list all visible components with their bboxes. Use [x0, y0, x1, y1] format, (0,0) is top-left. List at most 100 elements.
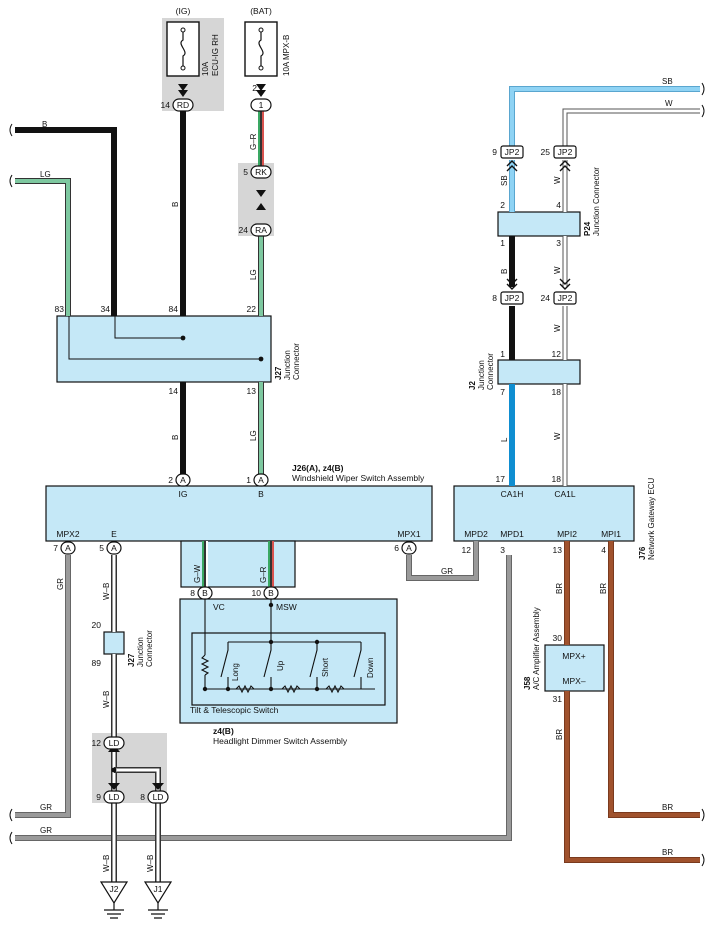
gateway-pin-17: 17: [496, 474, 506, 484]
wire-lg-left-label: LG: [40, 170, 51, 179]
ld-connector-top: [103, 736, 125, 750]
ra-connector: [250, 223, 272, 237]
bat-connector-code: 1: [259, 100, 264, 110]
wiper-mpx1-label: MPX1: [397, 529, 420, 539]
ig-pin-number: 14: [161, 100, 171, 110]
wire-sb-jp2-label: SB: [500, 175, 509, 186]
tilt-switch-dots: [202, 602, 320, 692]
wiper-e-pin: 5: [99, 543, 104, 553]
jp2-conn-8: JP2: [505, 293, 520, 303]
ground-j1-symbol: [143, 881, 173, 919]
jp2-conn-9: JP2: [505, 147, 520, 157]
tilt-telescopic-switch-box: [191, 632, 386, 706]
gateway-ca1h-label: CA1H: [501, 489, 524, 499]
wire-gr-bottom-left-label: GR: [40, 803, 52, 812]
j27-pin-22: 22: [247, 304, 257, 314]
gateway-pin-13: 13: [553, 545, 563, 555]
wiper-mpx2-pin: 7: [53, 543, 58, 553]
wire-ra-lg-label: LG: [249, 269, 258, 280]
wire-j27-lg-label: LG: [249, 430, 258, 441]
j2-pin-18: 18: [552, 387, 562, 397]
wiper-b-label: B: [258, 489, 264, 499]
wiper-mpx1-pin: 6: [394, 543, 399, 553]
wire-j27-b-label: B: [171, 435, 180, 440]
rd-connector: [172, 98, 194, 112]
ig-source-label: (IG): [176, 6, 191, 16]
gateway-mpd1-label: MPD1: [500, 529, 524, 539]
j27-lower-name-line1: Junction: [136, 637, 145, 667]
wiper-mpx1-conn: A: [406, 543, 412, 553]
ig-connector-code: RD: [177, 100, 189, 110]
dimmer-code: z4(B): [213, 726, 234, 736]
gateway-ca1l-label: CA1L: [554, 489, 576, 499]
wire-br-mpi2-label: BR: [555, 583, 564, 594]
wire-lg-left: [15, 179, 70, 316]
wiper-ig-connector: [175, 473, 191, 487]
wire-wb-j27-label: W–B: [102, 691, 111, 708]
switch-short-label: Short: [321, 657, 330, 677]
j27-junction-dot-2: [258, 356, 264, 362]
j2-pin-7: 7: [500, 387, 505, 397]
gateway-pin-4: 4: [601, 545, 606, 555]
tilt-switch-name: Tilt & Telescopic Switch: [190, 705, 279, 715]
bat-fuse-icon: [258, 30, 264, 68]
ig-fuse-terminal-bottom: [180, 65, 186, 71]
j27-pin-13: 13: [247, 386, 257, 396]
ground-j1-label: J1: [154, 884, 163, 894]
wire-gr-bottom: [15, 555, 511, 840]
ld-conn-top: LD: [109, 738, 120, 748]
j2-name-line1: Junction: [477, 360, 486, 390]
ld-pin-12: 12: [92, 738, 102, 748]
wiper-ig-label: IG: [179, 489, 188, 499]
wire-w-jp2-label: W: [553, 176, 562, 184]
jp2-connector-8: [500, 291, 524, 305]
dimmer-vc-pin: 8: [190, 588, 195, 598]
wire-b-left-label: B: [42, 120, 47, 129]
wire-jp2b-w-label: W: [553, 324, 562, 332]
ig-fuse-terminal-top: [180, 27, 186, 33]
dimmer-msw-pin: 10: [252, 588, 262, 598]
jp2-connector-24: [553, 291, 577, 305]
j27-lower-junction-box: [103, 631, 125, 655]
wire-gr-left-label: GR: [56, 578, 65, 590]
wire-gr-mpx1: [407, 541, 478, 580]
wiper-b-connector: [253, 473, 269, 487]
wiper-switch-title: Windshield Wiper Switch Assembly: [292, 473, 425, 483]
ac-amp-pin-30: 30: [553, 633, 563, 643]
j27-lower-pin-20: 20: [92, 620, 102, 630]
wire-br-31-label: BR: [555, 729, 564, 740]
wire-j2-l-label: L: [500, 437, 509, 442]
dimmer-vc-conn: B: [202, 588, 208, 598]
wire-br-mpi1-label: BR: [599, 583, 608, 594]
gateway-mpi1-label: MPI1: [601, 529, 621, 539]
ac-amp-mpx-minus: MPX–: [562, 676, 585, 686]
j2-pin-12: 12: [552, 349, 562, 359]
j27-internal-lines: [68, 316, 261, 360]
j27-lower-name-line2: Connector: [145, 630, 154, 667]
wiper-mpx2-connector: [60, 541, 76, 555]
jp2-pin-9: 9: [492, 147, 497, 157]
wiper-mpx1-connector: [401, 541, 417, 555]
wire-p24-b-label: B: [500, 269, 509, 274]
jp2-conn-24: JP2: [558, 293, 573, 303]
ig-fuse-icon: [180, 30, 186, 68]
bat-source-label: (BAT): [250, 6, 272, 16]
ld-conn-left: LD: [109, 792, 120, 802]
p24-pin-4: 4: [556, 200, 561, 210]
bat-fuse-terminal-top: [258, 27, 264, 33]
switch-long-label: Long: [231, 663, 240, 681]
bat-pin-number: 2: [252, 83, 257, 93]
wire-break-marks: [9, 82, 705, 867]
j27-junction-dot-1: [180, 335, 186, 341]
dimmer-msw-label: MSW: [276, 602, 297, 612]
j27-code: J27: [274, 366, 283, 380]
j27-pin-83: 83: [55, 304, 65, 314]
ra-pin-number: 24: [239, 225, 249, 235]
wire-p24-w-label: W: [553, 266, 562, 274]
wire-br-mpi1-outline: [608, 541, 700, 818]
wire-gr-sub-label: G–R: [259, 566, 268, 583]
wiper-switch-codes: J26(A), z4(B): [292, 463, 344, 473]
wire-wb-j1: [114, 768, 160, 890]
